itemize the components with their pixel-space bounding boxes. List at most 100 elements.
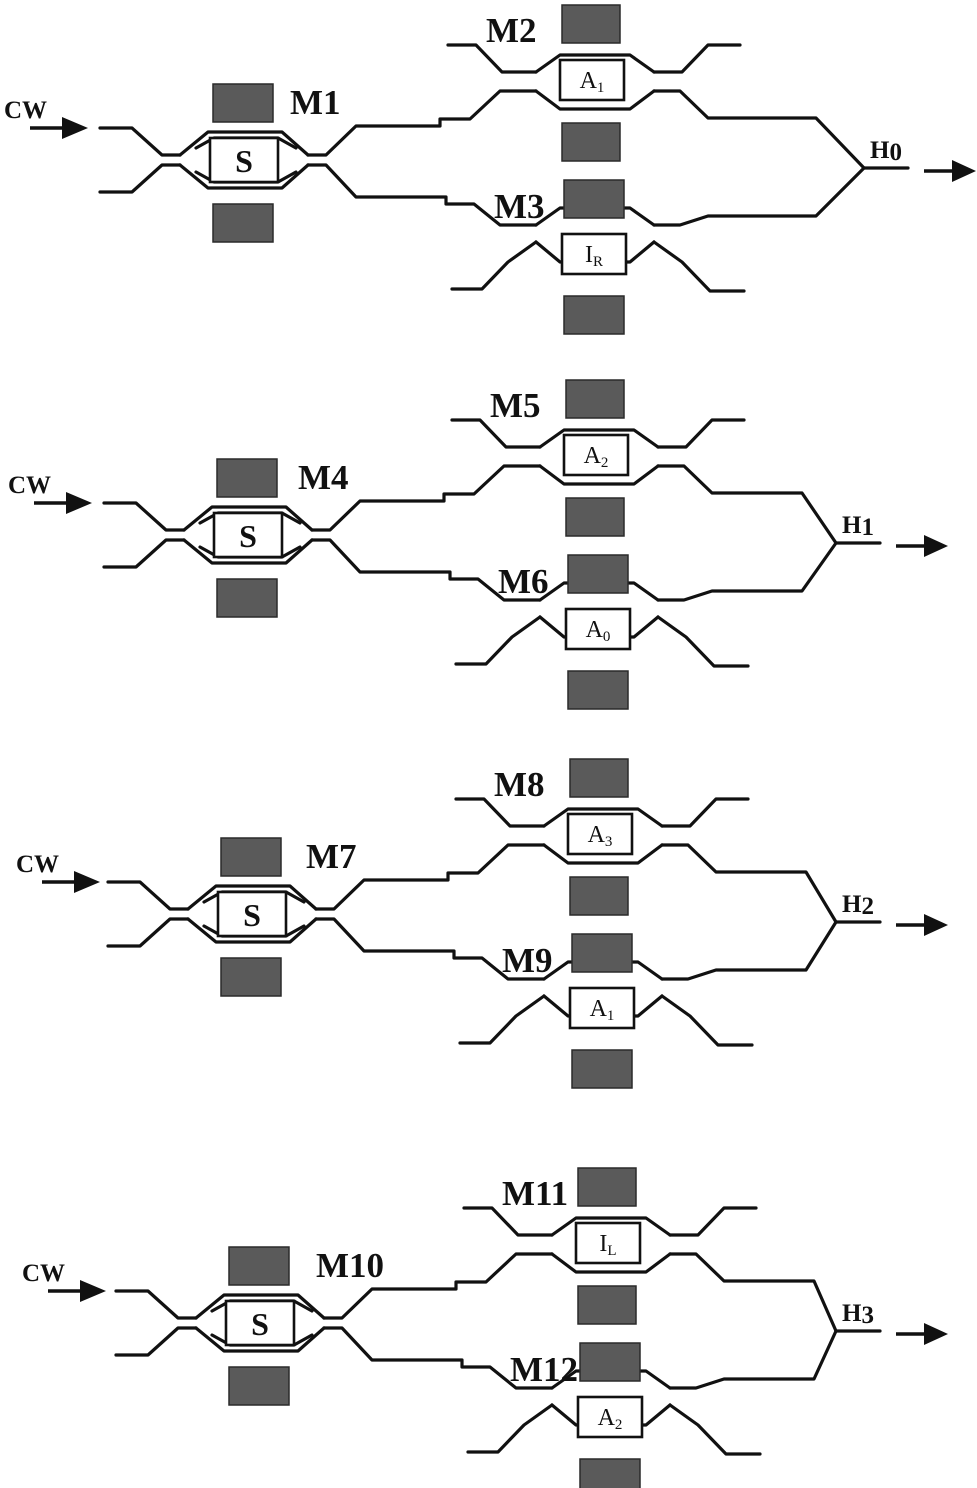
output-label-base: H [870,137,890,164]
upper-mod-electrode-top [565,379,625,419]
input-label: CW [8,472,51,499]
upper-mod-input-top [462,1206,554,1237]
upper-mod-name: M2 [486,11,537,50]
combiner-lower [652,166,866,227]
lower-mod-output-bottom [660,994,754,1047]
switch-to-upper-modulator [310,464,542,532]
switch-to-lower-modulator [310,538,542,602]
lower-mod-control-base: A [598,1405,616,1431]
switch-control-label: S [243,897,261,933]
upper-mod-control-sub: 3 [605,834,613,850]
switch-control-label: S [239,518,257,554]
upper-mod-input-top [446,43,538,74]
switch-electrode-top [216,458,278,498]
lower-mod-control-box [564,607,632,651]
switch-arm-upper [182,505,314,532]
output-label: H2 [842,891,874,920]
switch-arm-upper [186,884,318,911]
upper-mod-control-box [574,1221,642,1265]
switch-input-lower [98,163,182,194]
lower-mod-name: M3 [494,187,545,226]
switch-arm-upper [194,1293,326,1320]
upper-mod-control-base: I [599,1231,607,1257]
upper-mod-arm-top [538,428,660,449]
switch-electrode-top [220,837,282,877]
lower-mod-electrode-top [563,179,625,219]
combiner-lower [660,920,838,981]
output-arrow-head [924,1323,948,1345]
lower-mod-output-bottom [652,240,746,293]
lower-mod-control-label: A0 [586,617,611,645]
lower-mod-output-bottom [668,1403,762,1456]
switch-input-upper [114,1289,198,1320]
switch-to-upper-modulator [306,89,538,157]
upper-mod-control-label: A2 [584,443,609,471]
lower-mod-electrode-bottom [567,670,629,710]
input-label: CW [4,97,47,124]
output-label: H0 [870,137,902,166]
combiner-upper [656,464,838,545]
upper-mod-arm-top [550,1216,672,1237]
input-arrow-head [62,117,88,139]
output-label-base: H [842,1300,862,1327]
lower-mod-control-base: A [586,617,604,643]
switch-electrode-top [228,1246,290,1286]
switch-input-lower [106,917,190,948]
switch-name: M7 [306,837,357,876]
switch-name: M10 [316,1246,384,1285]
switch-control-label: S [235,143,253,179]
lower-mod-control-sub: 2 [615,1417,623,1433]
upper-mod-output-top [656,418,746,449]
upper-mod-control-label: A3 [588,822,613,850]
upper-mod-control-label: IL [599,1231,616,1259]
output-label-sub: 1 [861,514,874,541]
upper-mod-control-sub: L [607,1243,616,1259]
output-label-sub: 3 [861,1302,874,1329]
lower-mod-control-box [576,1395,644,1439]
switch-electrode-top [212,83,274,123]
lower-mod-control-base: I [585,242,593,268]
lower-mod-electrode-top [579,1342,641,1382]
input-arrow-head [66,492,92,514]
upper-mod-control-base: A [584,443,602,469]
lower-mod-electrode-top [567,554,629,594]
upper-mod-name: M8 [494,765,545,804]
lower-mod-control-label: IR [585,242,603,270]
switch-input-lower [114,1326,198,1357]
lower-mod-output-bottom [656,615,750,668]
lower-mod-control-sub: R [593,254,603,270]
lower-mod-input-bottom [458,994,546,1045]
lower-mod-name: M12 [510,1350,578,1389]
switch-electrode-bottom [228,1366,290,1406]
output-label-sub: 2 [861,893,874,920]
output-arrow-head [924,535,948,557]
switch-input-upper [102,501,186,532]
lower-mod-control-sub: 0 [603,629,611,645]
switch-electrode-bottom [216,578,278,618]
upper-mod-electrode-top [569,758,629,798]
upper-mod-output-top [652,43,742,74]
switch-arm-upper [178,130,310,157]
lower-mod-control-box [560,232,628,276]
upper-mod-input-top [454,797,546,828]
output-label-base: H [842,891,862,918]
upper-mod-arm-top [542,807,664,828]
switch-to-upper-modulator [322,1252,554,1320]
switch-to-lower-modulator [314,917,546,981]
upper-mod-electrode-bottom [577,1285,637,1325]
switch-arm-lower [182,538,314,565]
upper-mod-electrode-bottom [561,122,621,162]
output-arrow-head [924,914,948,936]
upper-mod-control-box [558,58,626,102]
switch-control-box [224,1299,296,1347]
upper-mod-control-base: A [588,822,606,848]
lower-mod-electrode-bottom [563,295,625,335]
switch-arm-lower [186,917,318,944]
lower-mod-name: M9 [502,941,553,980]
input-label: CW [22,1260,65,1287]
switch-control-label: S [251,1306,269,1342]
combiner-lower [656,541,838,602]
